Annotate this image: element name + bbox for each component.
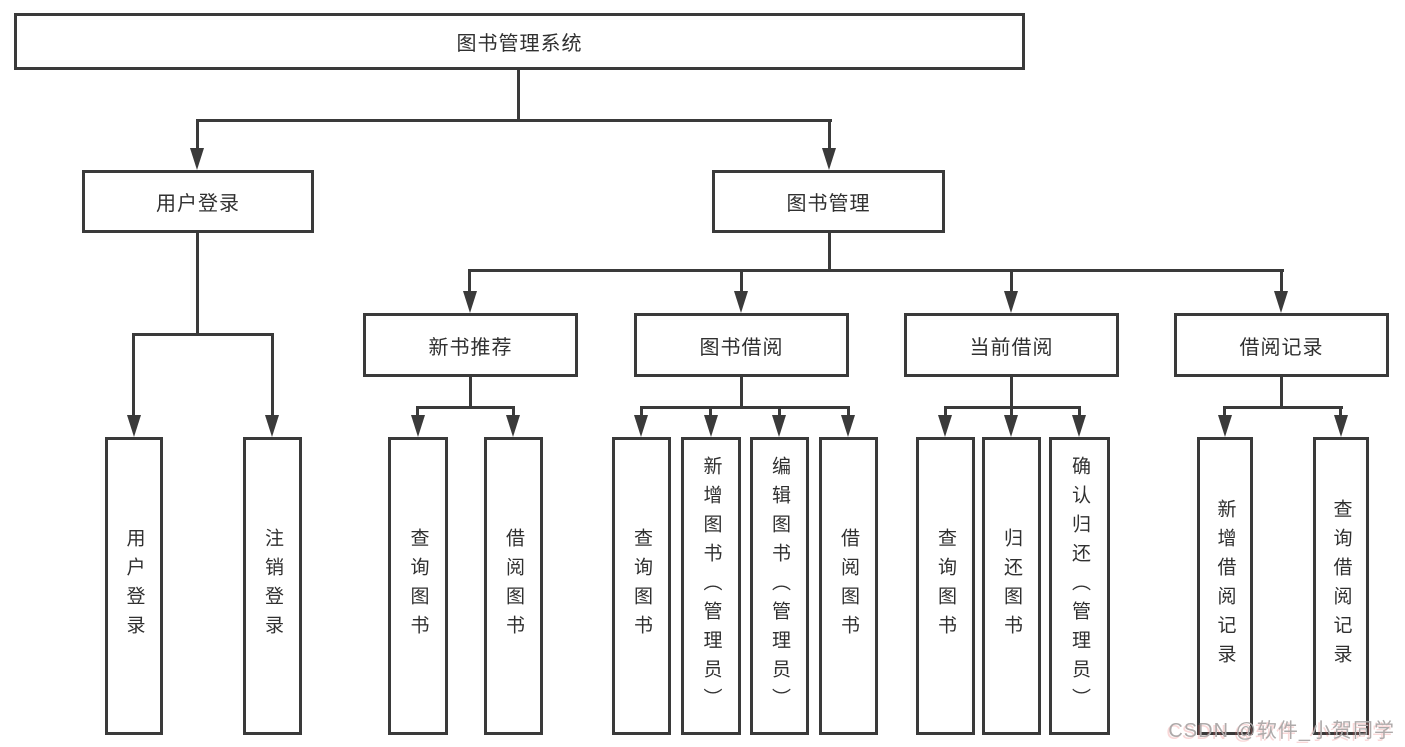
node-book-borrowing: 图书借阅 bbox=[634, 313, 849, 377]
arrowhead-down-icon bbox=[704, 415, 718, 437]
node-label: 图书管理系统 bbox=[456, 33, 583, 55]
arrowhead-down-icon bbox=[841, 415, 855, 437]
arrowhead-down-icon bbox=[734, 291, 748, 313]
connector-stub bbox=[1339, 406, 1342, 418]
node-query-borrow-record: 查询借阅记录 bbox=[1313, 437, 1369, 735]
arrowhead-down-icon bbox=[938, 415, 952, 437]
node-query-books: 查询图书 bbox=[612, 437, 671, 735]
connector-splitter bbox=[1223, 406, 1343, 409]
connector-root-stem bbox=[517, 70, 520, 121]
node-book-management: 图书管理 bbox=[712, 170, 945, 233]
connector-root-splitter bbox=[196, 119, 832, 122]
connector-stem bbox=[740, 377, 743, 409]
connector-splitter bbox=[132, 333, 274, 336]
node-label: 查询图书 bbox=[631, 528, 652, 644]
node-logout: 注销登录 bbox=[243, 437, 302, 735]
node-user-login: 用户登录 bbox=[82, 170, 314, 233]
csdn-watermark: CSDN @软件_小贺同学 bbox=[1168, 720, 1395, 742]
node-label: 编辑图书（管理员） bbox=[769, 455, 790, 717]
arrowhead-down-icon bbox=[772, 415, 786, 437]
node-current-borrowing: 当前借阅 bbox=[904, 313, 1119, 377]
node-label: 用户登录 bbox=[123, 528, 145, 644]
arrowhead-down-icon bbox=[265, 415, 279, 437]
node-label: 借阅记录 bbox=[1239, 336, 1324, 359]
node-label: 查询借阅记录 bbox=[1330, 499, 1352, 673]
connector-stub bbox=[196, 119, 199, 152]
node-label: 新书推荐 bbox=[428, 336, 513, 359]
arrowhead-down-icon bbox=[1334, 415, 1348, 437]
node-borrowing-records: 借阅记录 bbox=[1174, 313, 1389, 377]
node-add-books-admin: 新增图书（管理员） bbox=[681, 437, 741, 735]
connector-stem bbox=[1010, 377, 1013, 409]
node-label: 借阅图书 bbox=[503, 528, 524, 644]
connector-splitter bbox=[468, 269, 1284, 272]
connector-stub bbox=[416, 406, 419, 418]
node-label: 当前借阅 bbox=[969, 336, 1054, 359]
node-new-book-recommendation: 新书推荐 bbox=[363, 313, 578, 377]
connector-stub bbox=[828, 119, 831, 152]
connector-stub bbox=[709, 406, 712, 418]
connector-stem bbox=[196, 233, 199, 336]
node-label: 注销登录 bbox=[262, 528, 283, 644]
connector-stub bbox=[1010, 269, 1013, 295]
arrowhead-down-icon bbox=[1004, 291, 1018, 313]
connector-stub bbox=[640, 406, 643, 418]
connector-stub bbox=[1280, 269, 1283, 295]
connector-splitter bbox=[640, 406, 850, 409]
connector-splitter bbox=[416, 406, 515, 409]
connector-stub bbox=[847, 406, 850, 418]
arrowhead-down-icon bbox=[411, 415, 425, 437]
arrowhead-down-icon bbox=[634, 415, 648, 437]
node-confirm-return-admin: 确认归还（管理员） bbox=[1049, 437, 1110, 735]
arrowhead-down-icon bbox=[190, 148, 204, 170]
arrowhead-down-icon bbox=[1218, 415, 1232, 437]
node-label: 图书管理 bbox=[786, 193, 871, 215]
node-label: 查询图书 bbox=[935, 528, 956, 644]
connector-stub bbox=[468, 269, 471, 295]
node-user-login-leaf: 用户登录 bbox=[105, 437, 163, 735]
node-label: 借阅图书 bbox=[838, 528, 859, 644]
arrowhead-down-icon bbox=[506, 415, 520, 437]
node-label: 用户登录 bbox=[156, 193, 240, 215]
node-label: 查询图书 bbox=[407, 528, 429, 644]
node-borrow-books-recommend: 借阅图书 bbox=[484, 437, 543, 735]
connector-stub bbox=[132, 333, 135, 417]
connector-stub bbox=[271, 333, 274, 417]
node-add-borrow-record: 新增借阅记录 bbox=[1197, 437, 1253, 735]
connector-stub bbox=[1223, 406, 1226, 418]
arrowhead-down-icon bbox=[127, 415, 141, 437]
node-label: 图书借阅 bbox=[699, 336, 784, 359]
node-label: 确认归还（管理员） bbox=[1069, 455, 1090, 717]
connector-stub bbox=[778, 406, 781, 418]
arrowhead-down-icon bbox=[1274, 291, 1288, 313]
node-return-books: 归还图书 bbox=[982, 437, 1041, 735]
connector-stem bbox=[469, 377, 472, 409]
node-library-management-system: 图书管理系统 bbox=[14, 13, 1025, 70]
arrowhead-down-icon bbox=[822, 148, 836, 170]
node-query-books-recommend: 查询图书 bbox=[388, 437, 448, 735]
connector-stub bbox=[944, 406, 947, 418]
connector-stub bbox=[512, 406, 515, 418]
node-label: 新增借阅记录 bbox=[1214, 499, 1236, 673]
connector-stub bbox=[1010, 406, 1013, 418]
node-label: 新增图书（管理员） bbox=[700, 455, 722, 717]
connector-stub bbox=[1078, 406, 1081, 418]
connector-stem bbox=[828, 233, 831, 272]
node-label: 归还图书 bbox=[1001, 528, 1022, 644]
connector-stub bbox=[740, 269, 743, 295]
connector-stem bbox=[1280, 377, 1283, 409]
arrowhead-down-icon bbox=[1072, 415, 1086, 437]
arrowhead-down-icon bbox=[1004, 415, 1018, 437]
arrowhead-down-icon bbox=[463, 291, 477, 313]
node-borrow-books: 借阅图书 bbox=[819, 437, 878, 735]
node-edit-books-admin: 编辑图书（管理员） bbox=[750, 437, 809, 735]
node-query-books-current: 查询图书 bbox=[916, 437, 975, 735]
